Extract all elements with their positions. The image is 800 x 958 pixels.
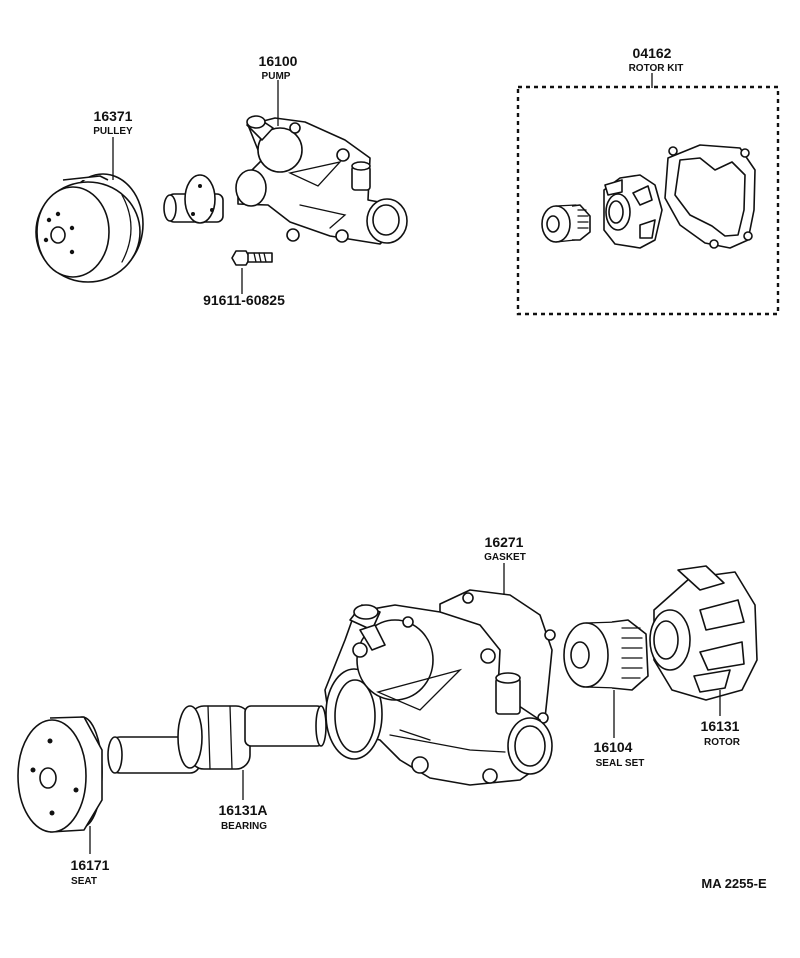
pump-name: PUMP — [262, 71, 291, 82]
rotor-kit-name: ROTOR KIT — [629, 63, 684, 74]
rotor-name: ROTOR — [704, 737, 741, 748]
seal-set-drawing — [563, 619, 649, 691]
gasket-number: 16271 — [485, 534, 524, 550]
pulley-number: 16371 — [94, 108, 133, 124]
pulley-name: PULLEY — [93, 126, 133, 137]
seal-set-name: SEAL SET — [596, 758, 645, 769]
drawing-code: MA 2255-E — [701, 876, 767, 891]
rotor-kit-parts — [541, 144, 756, 249]
gasket-name: GASKET — [484, 552, 526, 563]
seat-number: 16171 — [71, 857, 110, 873]
pump-number: 16100 — [259, 53, 298, 69]
seat-drawing — [17, 716, 103, 833]
pump-body-drawing — [324, 589, 556, 786]
rotor-drawing — [649, 565, 758, 701]
rotor-number: 16131 — [701, 718, 740, 734]
seat-name: SEAT — [71, 876, 97, 887]
pump-drawing — [163, 115, 408, 245]
rotor-kit-number: 04162 — [633, 45, 672, 61]
bearing-drawing — [107, 705, 327, 774]
bolt-drawing — [231, 250, 273, 266]
rotor-kit-box — [516, 85, 780, 316]
bearing-name: BEARING — [221, 821, 267, 832]
bolt-number: 91611-60825 — [203, 292, 285, 308]
bearing-number: 16131A — [218, 802, 267, 818]
pulley-drawing — [35, 173, 144, 283]
seal-set-number: 16104 — [594, 739, 633, 755]
